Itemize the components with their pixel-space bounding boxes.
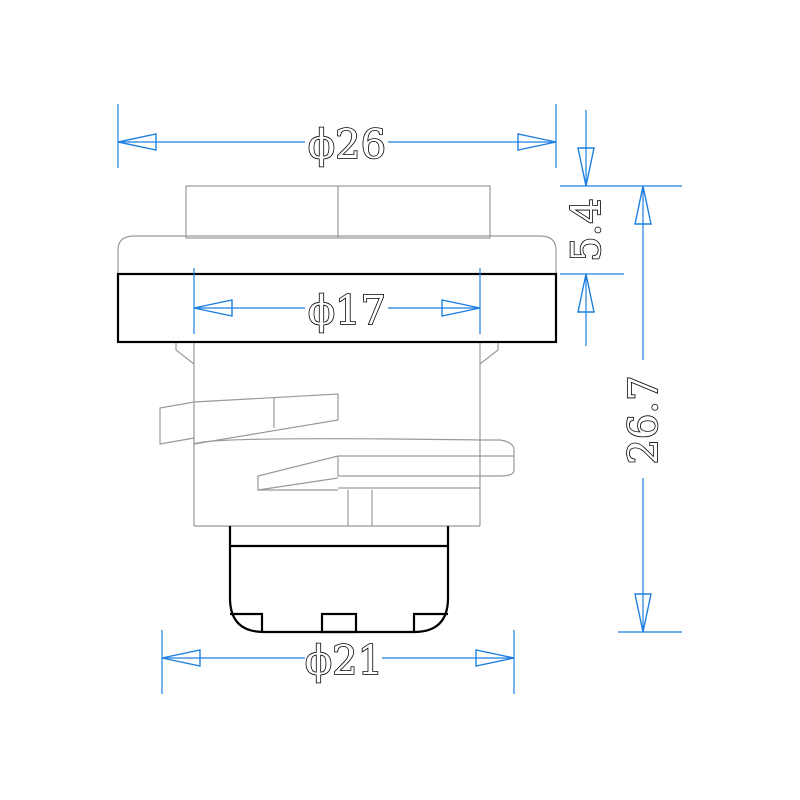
d17-arrow-left: [193, 299, 233, 317]
part-body: [117, 185, 557, 527]
bold-outlines: [116, 272, 558, 634]
bottom-notch-center: [320, 612, 358, 634]
h267-arrow-top: [634, 185, 652, 225]
d21-arrow-left: [161, 649, 201, 667]
flange-top-rounded: [117, 235, 557, 274]
dimension-h54: 5.4: [560, 110, 682, 346]
h54-label: 5.4: [564, 198, 610, 262]
collar-chamfer: [175, 342, 499, 365]
dimension-d17: ϕ17: [193, 268, 481, 335]
d21-label: ϕ21: [305, 638, 383, 684]
dimension-d26: ϕ26: [117, 104, 557, 169]
h267-label: 26.7: [621, 375, 667, 464]
d26-arrow-left: [117, 133, 157, 151]
h267-arrow-bottom: [634, 593, 652, 633]
bottom-notch-right: [412, 612, 448, 632]
d17-arrow-right: [441, 299, 481, 317]
d26-arrow-right: [517, 133, 557, 151]
bottom-notch-left: [230, 612, 264, 632]
h54-arrow-top: [577, 147, 595, 187]
h54-arrow-bottom: [577, 273, 595, 313]
dimension-d21: ϕ21: [161, 630, 515, 694]
flange-ring: [116, 272, 558, 344]
d26-label: ϕ26: [308, 122, 386, 168]
thread-upper-left: [159, 393, 339, 445]
thread-middle: [193, 438, 515, 491]
dimension-h267: 26.7: [618, 185, 682, 633]
d17-label: ϕ17: [308, 288, 386, 334]
d21-arrow-right: [475, 649, 515, 667]
